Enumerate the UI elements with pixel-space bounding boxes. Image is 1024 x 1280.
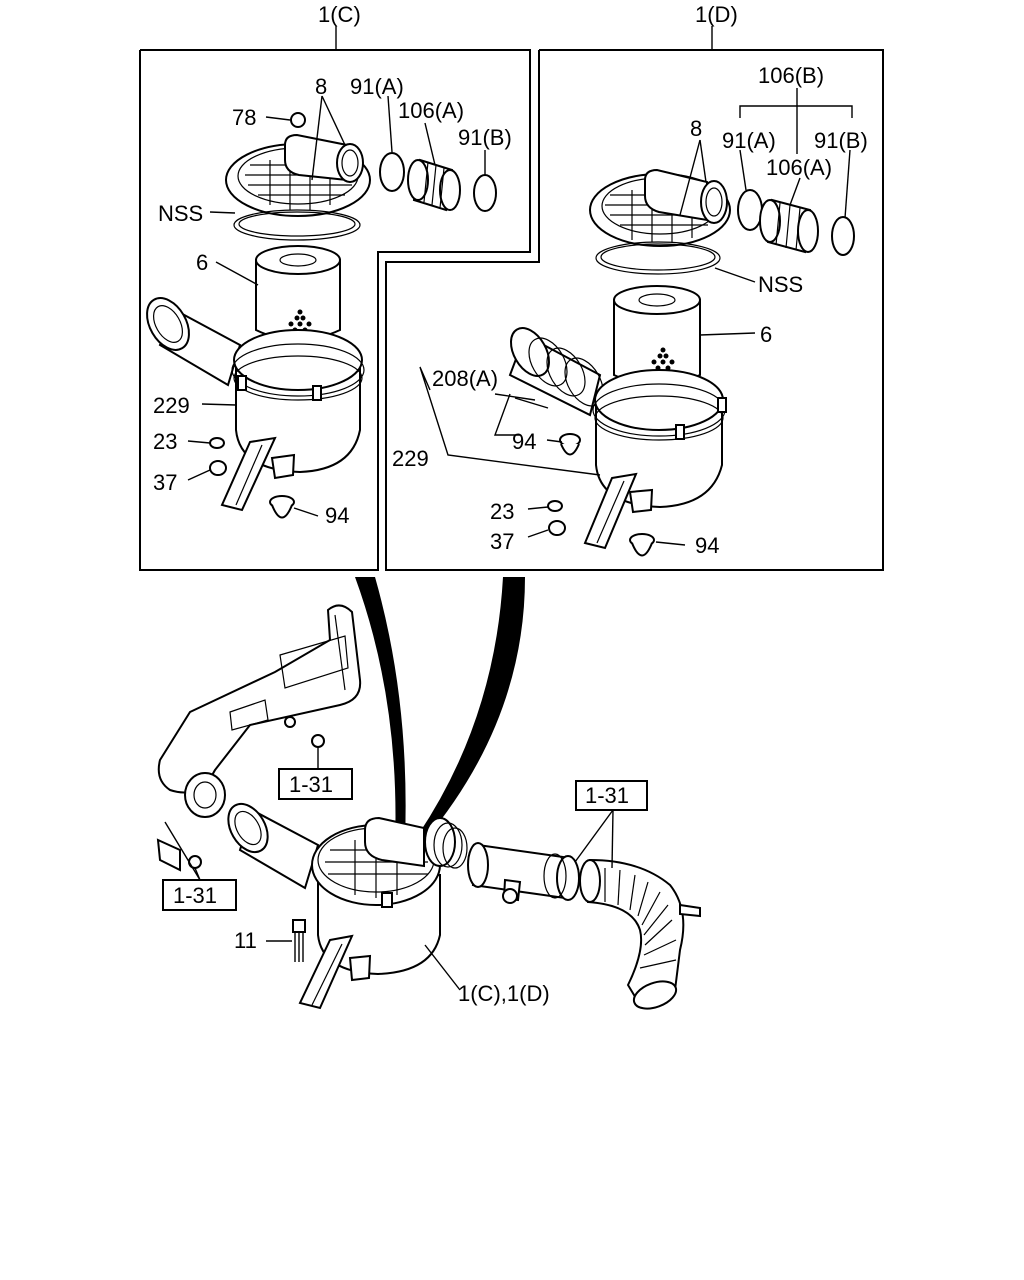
callout-8: 8 [315,74,327,99]
nss-seal [233,209,361,241]
left-band-clamp-91a [379,152,405,192]
callout-91a: 91(A) [722,128,776,153]
left-connector-sweep [355,577,406,845]
callout-11: 11 [234,928,257,953]
bolt-11 [292,919,306,962]
left-band-clamp-91b [473,174,497,212]
callout-23: 23 [490,499,514,524]
callout-8: 8 [690,116,702,141]
right-hose-106a [759,198,819,254]
callout-6: 6 [760,322,772,347]
left-panel-title: 1(C) [318,2,361,27]
callout-106a: 106(A) [398,98,464,123]
left-hose-106a [407,158,461,212]
right-band-clamp-91b [831,216,855,256]
left-inlet-pipe [146,297,242,387]
right-exploded-view: 106(B) 8 91(A) 91(B) 106(A) NSS 6 208(A)… [392,63,868,558]
callout-91b: 91(B) [458,125,512,150]
ref-box-left [162,879,237,911]
assembly-housing [311,816,468,976]
nss-seal [595,241,721,275]
air-cleaner-lid [225,133,371,217]
left-grommet-78 [290,112,306,128]
assembly-bracket [298,934,354,1010]
callout-106a: 106(A) [766,155,832,180]
ref-box-right [575,780,648,811]
callout-37: 37 [490,529,514,554]
right-panel-frame [385,49,884,571]
callout-6: 6 [196,250,208,275]
callout-94: 94 [325,503,349,528]
right-clip-23 [547,500,563,512]
assembly-inlet-pipe [227,802,320,890]
left-bracket [220,436,277,512]
callout-229: 229 [392,446,429,471]
ref-label-top: 1-31 [289,772,333,797]
right-inlet-corrugated-hose [508,327,604,417]
callout-nss: NSS [758,272,803,297]
filter-element [255,245,341,341]
callout-1c-1d: 1(C),1(D) [458,981,550,1006]
left-exploded-view: 78 8 91(A) 106(A) 91(B) NSS 6 229 23 37 … [146,74,512,528]
left-clip-23 [209,437,225,449]
callout-106b: 106(B) [758,63,824,88]
callout-208a: 208(A) [432,366,498,391]
intake-duct [467,842,580,904]
callout-229: 229 [153,393,190,418]
callout-37: 37 [153,470,177,495]
right-band-clamp-91a [737,189,763,231]
ref-box-top [278,768,353,800]
right-connector-sweep [418,577,525,840]
ref-label-right: 1-31 [585,783,629,808]
callout-91a: 91(A) [350,74,404,99]
callout-94-upper: 94 [512,429,536,454]
callout-23: 23 [153,429,177,454]
air-cleaner-lid [589,168,731,247]
callout-nss: NSS [158,201,203,226]
callout-94-lower: 94 [695,533,719,558]
ref-label-left: 1-31 [173,883,217,908]
installed-assembly: 1-31 1-31 1-31 11 1(C),1(D) [156,604,701,1010]
callout-91b: 91(B) [814,128,868,153]
panel-frames: 1(C) 1(D) [139,2,884,571]
left-panel-frame [139,49,531,571]
frame-bracket [156,604,362,872]
callout-78: 78 [232,105,256,130]
elbow-hose [579,858,701,1010]
right-panel-title: 1(D) [695,2,738,27]
left-clip-37 [209,460,227,476]
right-clip-37 [548,520,566,536]
assembly-valve [348,954,372,982]
